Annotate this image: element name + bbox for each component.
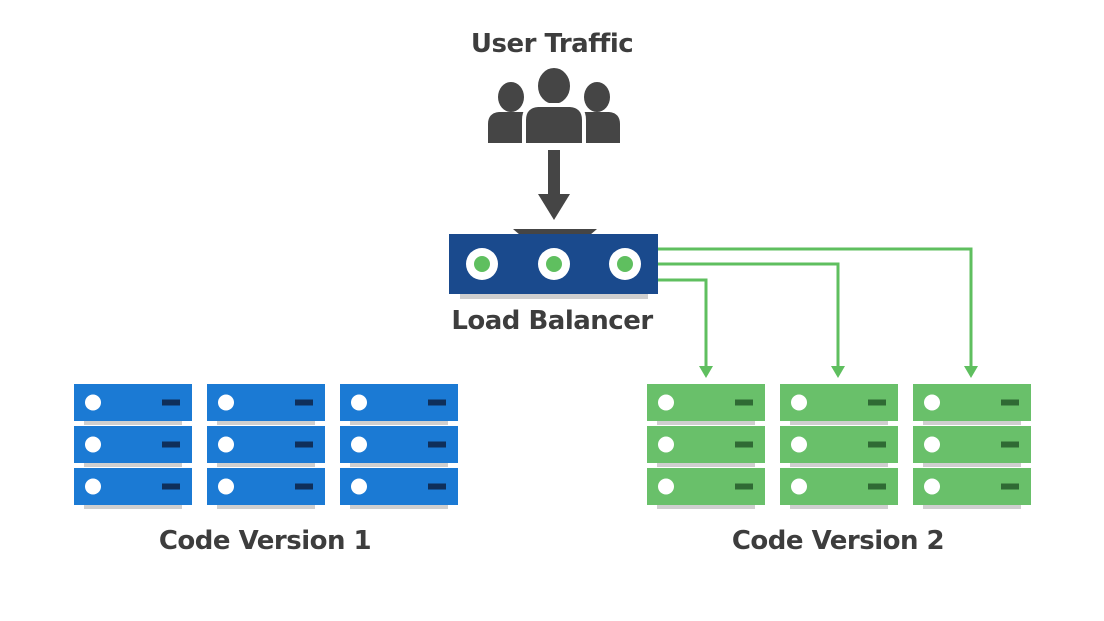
server-drive-slot	[295, 483, 313, 490]
server-unit	[74, 468, 192, 509]
server-rack-icon	[780, 384, 898, 509]
server-power-light	[85, 394, 101, 411]
server-unit	[207, 468, 325, 509]
load-balancer-label: Load Balancer	[451, 306, 653, 336]
server-power-light	[218, 478, 234, 495]
server-power-light	[218, 394, 234, 411]
code-version-2-label: Code Version 2	[731, 526, 945, 556]
server-power-light	[218, 436, 234, 453]
server-drive-slot	[868, 483, 886, 490]
server-drive-slot	[295, 441, 313, 448]
server-drive-slot	[1001, 483, 1019, 490]
server-unit	[340, 426, 458, 467]
server-power-light	[924, 394, 940, 411]
server-drive-slot	[1001, 441, 1019, 448]
server-power-light	[351, 478, 367, 495]
user-center-head	[534, 64, 574, 108]
server-unit	[74, 426, 192, 467]
server-drive-slot	[735, 399, 753, 406]
server-drive-slot	[1001, 399, 1019, 406]
server-drive-slot	[162, 441, 180, 448]
server-rack-icon	[207, 384, 325, 509]
server-drive-slot	[428, 441, 446, 448]
server-drive-slot	[428, 483, 446, 490]
user-left-head	[498, 82, 524, 112]
server-unit	[780, 384, 898, 425]
users-group-icon	[488, 64, 620, 147]
server-unit	[340, 468, 458, 509]
server-power-light	[351, 394, 367, 411]
server-drive-slot	[735, 441, 753, 448]
server-unit	[780, 426, 898, 467]
server-rack-icon	[74, 384, 192, 509]
server-unit	[913, 426, 1031, 467]
status-led-icon	[538, 248, 570, 280]
server-rack-icon	[340, 384, 458, 509]
server-power-light	[791, 478, 807, 495]
user-right-head	[584, 82, 610, 112]
server-unit	[647, 426, 765, 467]
connector-line	[656, 278, 713, 378]
server-unit	[74, 384, 192, 425]
load-balancer-shadow	[460, 292, 648, 299]
server-rack-icon	[913, 384, 1031, 509]
connector-lines	[656, 247, 978, 378]
server-unit	[647, 468, 765, 509]
user-traffic-label: User Traffic	[470, 29, 634, 59]
server-unit	[647, 384, 765, 425]
load-balancer-leds	[466, 248, 641, 280]
server-pool-version-2	[647, 384, 1031, 509]
server-power-light	[791, 394, 807, 411]
server-unit	[207, 426, 325, 467]
status-led-icon	[609, 248, 641, 280]
server-unit	[340, 384, 458, 425]
server-power-light	[924, 436, 940, 453]
server-power-light	[85, 436, 101, 453]
server-power-light	[658, 478, 674, 495]
server-drive-slot	[868, 399, 886, 406]
server-drive-slot	[162, 483, 180, 490]
server-unit	[913, 384, 1031, 425]
server-power-light	[351, 436, 367, 453]
traffic-arrow	[538, 150, 570, 220]
server-power-light	[791, 436, 807, 453]
server-rack-icon	[647, 384, 765, 509]
server-power-light	[85, 478, 101, 495]
user-center-body	[522, 103, 586, 147]
connector-line	[656, 247, 978, 378]
server-drive-slot	[162, 399, 180, 406]
load-balancer-cap	[513, 229, 597, 235]
server-power-light	[658, 436, 674, 453]
code-version-1-label: Code Version 1	[158, 526, 372, 556]
server-power-light	[658, 394, 674, 411]
server-drive-slot	[868, 441, 886, 448]
server-drive-slot	[735, 483, 753, 490]
connector-line	[656, 262, 845, 378]
server-drive-slot	[428, 399, 446, 406]
load-balancer	[449, 229, 658, 299]
server-power-light	[924, 478, 940, 495]
server-unit	[780, 468, 898, 509]
server-pool-version-1	[74, 384, 458, 509]
server-drive-slot	[295, 399, 313, 406]
server-unit	[207, 384, 325, 425]
server-unit	[913, 468, 1031, 509]
status-led-icon	[466, 248, 498, 280]
